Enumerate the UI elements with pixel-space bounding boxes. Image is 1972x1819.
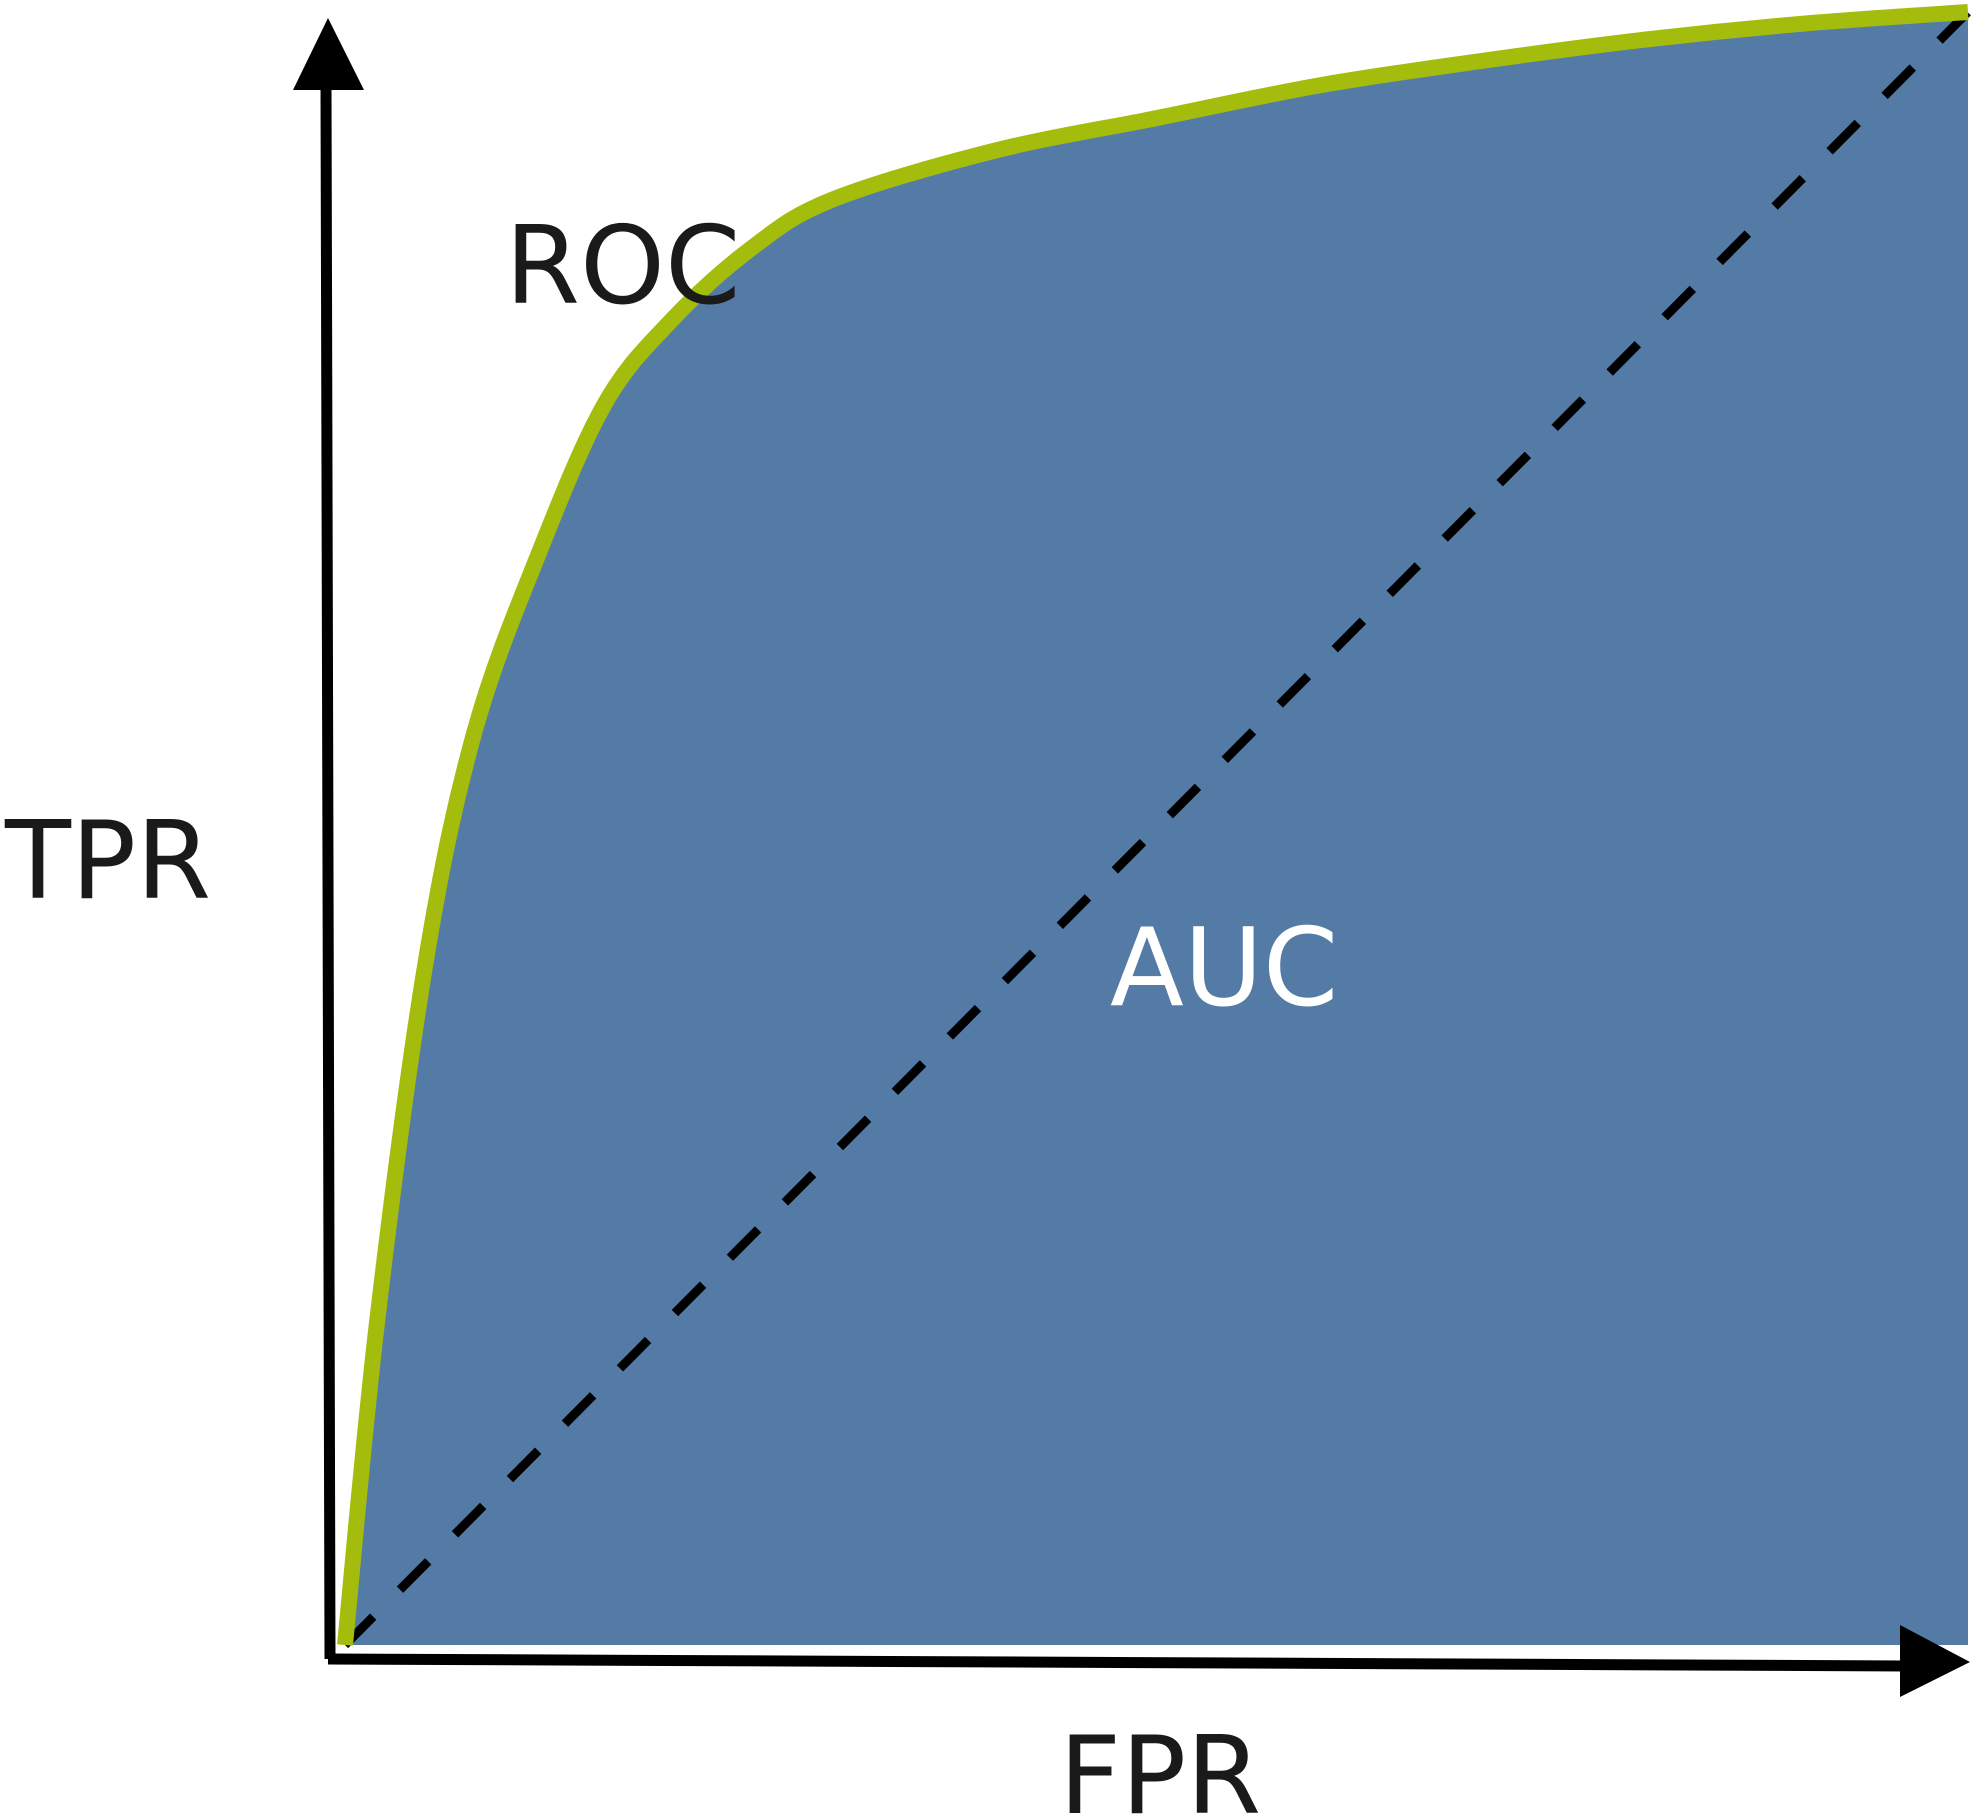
roc-curve-label: ROC — [505, 204, 740, 329]
roc-curve — [337, 4, 1969, 1646]
y-axis-line — [320, 85, 336, 1660]
x-axis-line — [327, 1653, 1911, 1672]
auc-area-label: AUC — [1110, 906, 1338, 1031]
plot-marks — [337, 4, 1972, 1649]
x-axis-arrowhead — [1900, 1625, 1970, 1697]
axes — [293, 18, 1970, 1697]
x-axis-label: FPR — [1059, 1714, 1261, 1819]
y-axis-label: TPR — [4, 799, 211, 924]
y-axis-arrowhead — [293, 18, 364, 90]
